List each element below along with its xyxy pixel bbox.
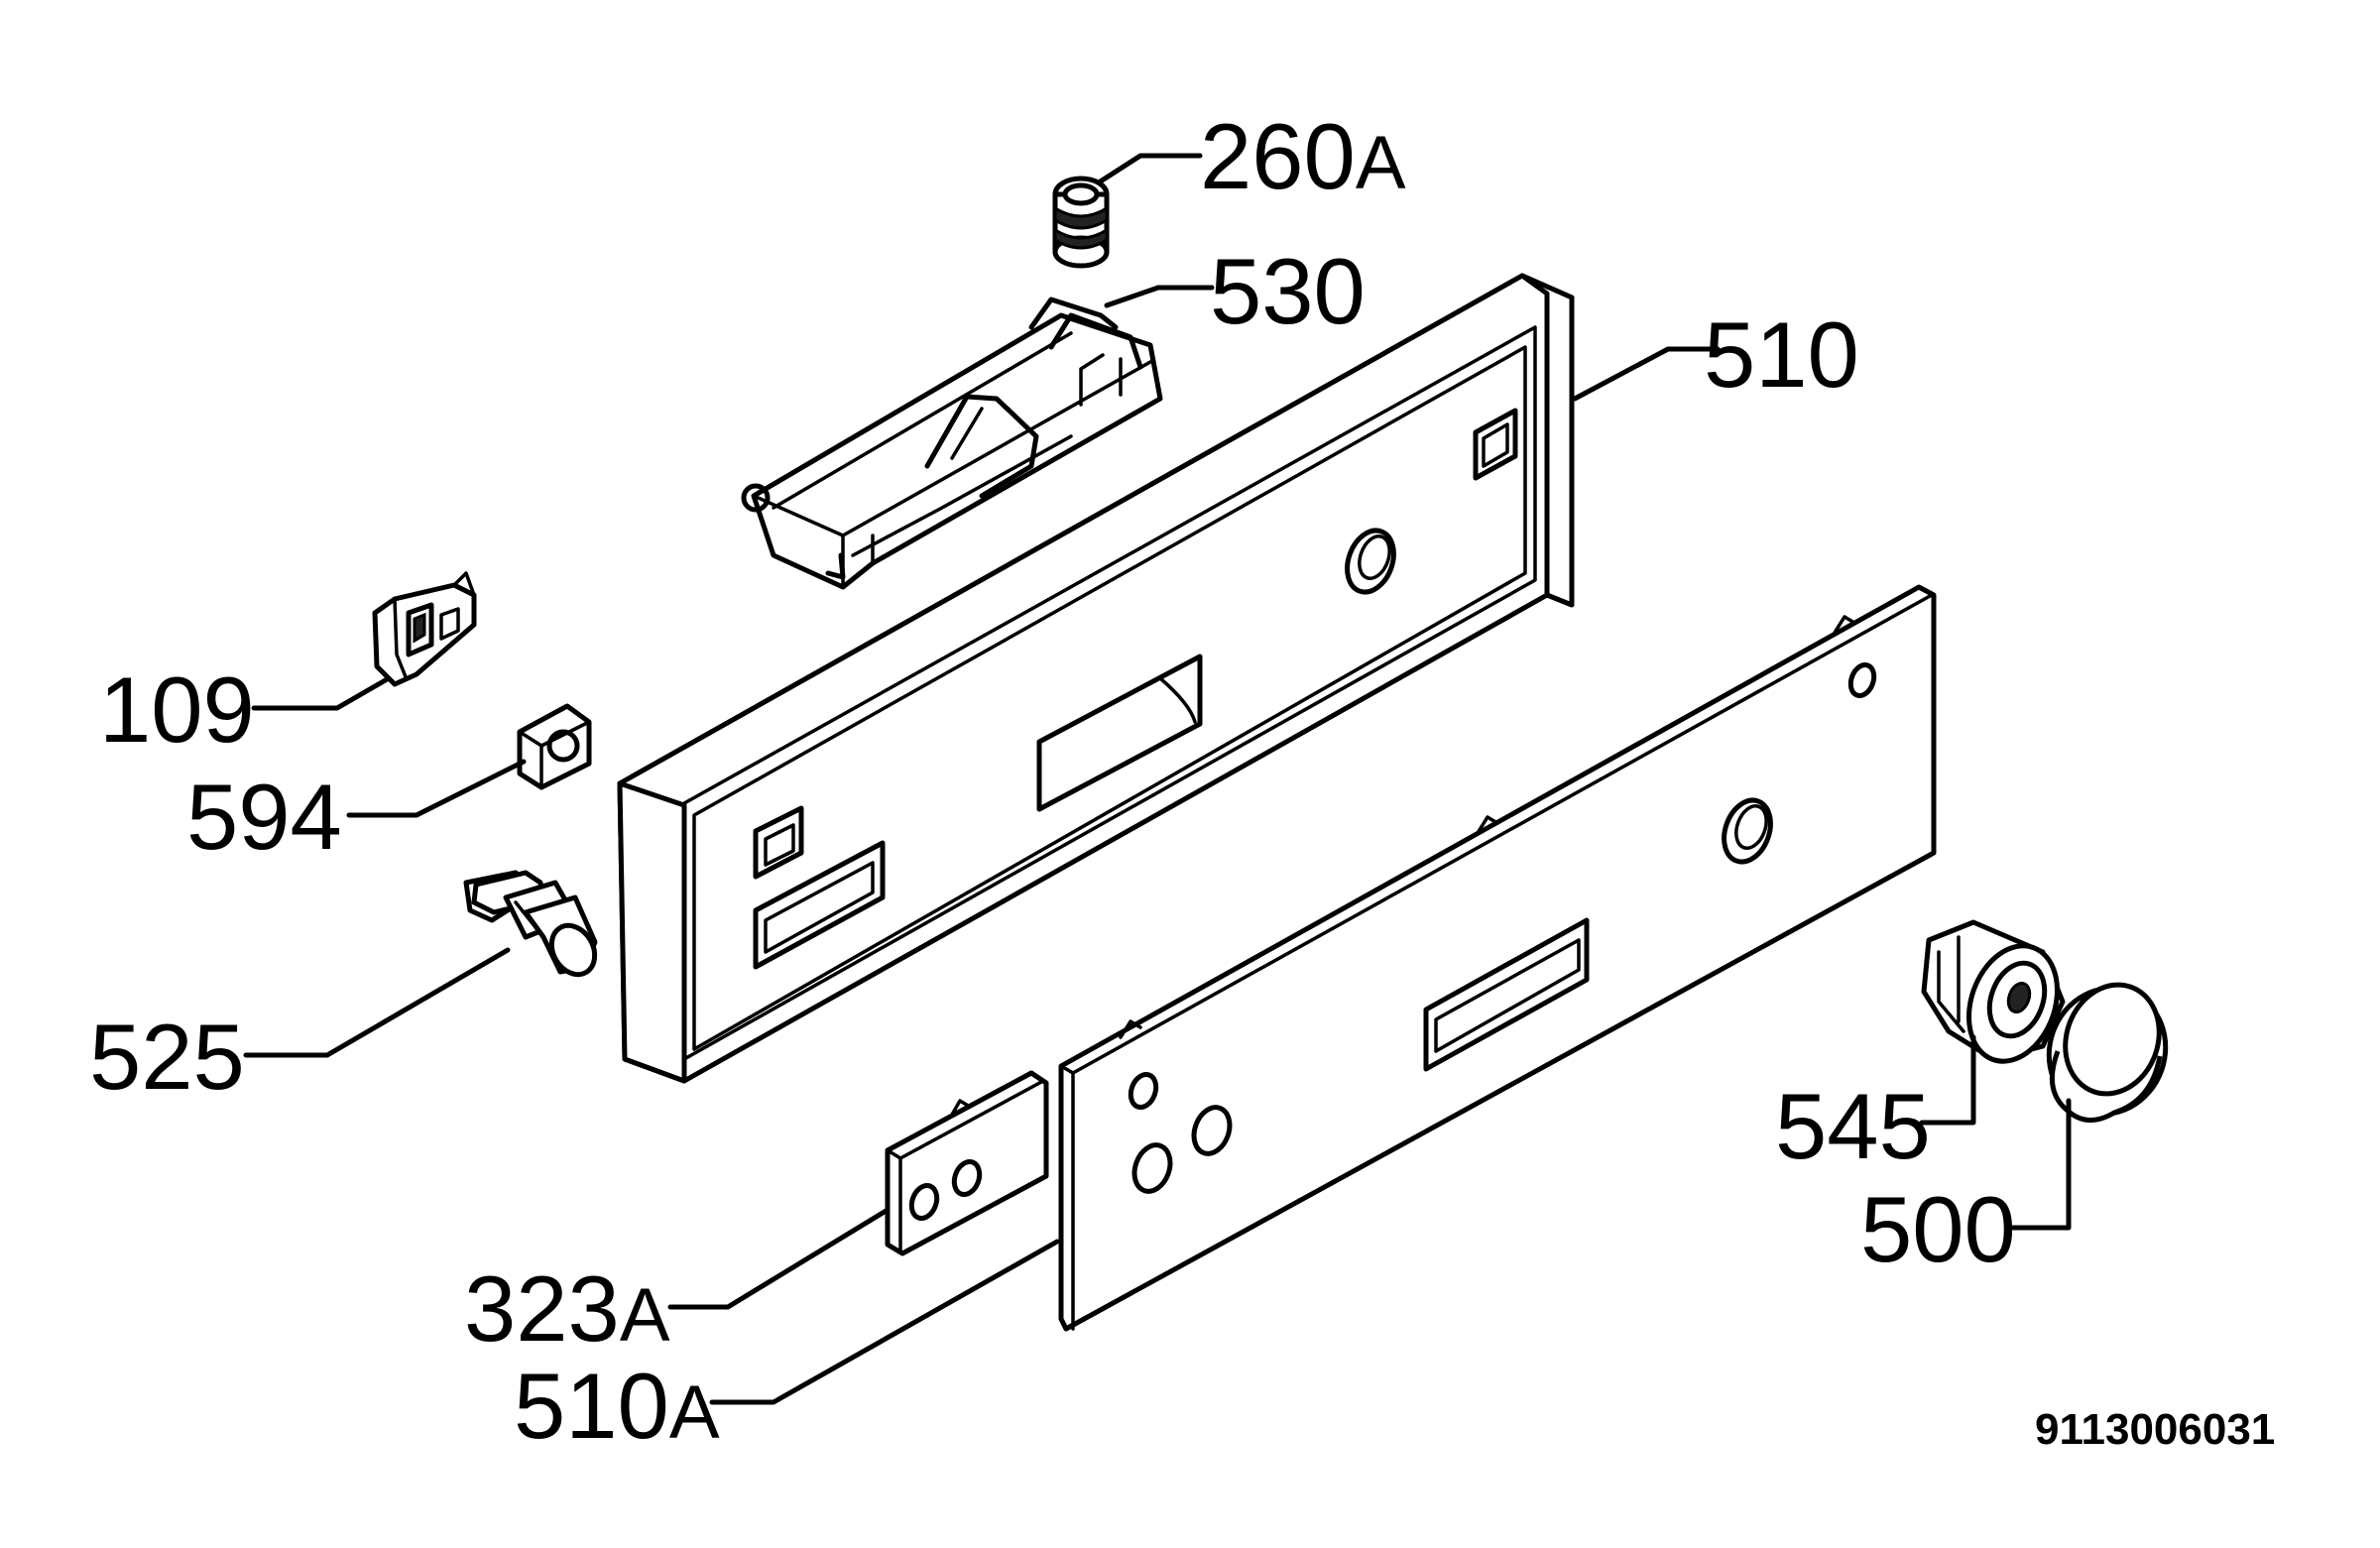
callout-260a: 260A [1200,104,1406,208]
leader-260a [1096,153,1203,185]
leader-525 [243,947,511,1058]
leader-594 [346,759,527,818]
part-525-bolt [463,870,598,978]
callout-594: 594 [186,765,342,869]
leader-510 [1572,346,1721,402]
callout-323a: 323A [464,1256,670,1361]
part-500-knob-cap [2046,982,2169,1123]
callout-500: 500 [1860,1177,2016,1281]
callout-510a: 510A [514,1354,720,1458]
leader-lines [243,153,2072,1405]
part-323a-bracket [885,1070,1049,1256]
leader-545 [1919,1034,1976,1126]
document-number: 9113006031 [2035,1405,2275,1454]
callout-530: 530 [1210,239,1366,343]
part-510a-fascia-plate [1058,584,1937,1332]
leader-500 [2010,1098,2072,1231]
part-594-nut [517,703,592,790]
leader-109 [251,675,392,711]
callout-545: 545 [1775,1074,1931,1178]
callout-labels: 260A 530 510 109 594 525 545 500 323A 51… [89,104,2016,1458]
callout-510: 510 [1704,302,1859,407]
part-109-clip [372,571,477,687]
part-510-control-panel [617,273,1575,1084]
leader-510a [709,1239,1060,1405]
leader-323a [667,1207,891,1310]
part-545-knob-insert [1921,919,2066,1064]
callout-525: 525 [89,1005,245,1109]
part-260a-grommet [1052,176,1110,269]
part-530-switch-housing [741,297,1163,590]
leader-530 [1104,285,1215,308]
callout-109: 109 [99,657,255,762]
